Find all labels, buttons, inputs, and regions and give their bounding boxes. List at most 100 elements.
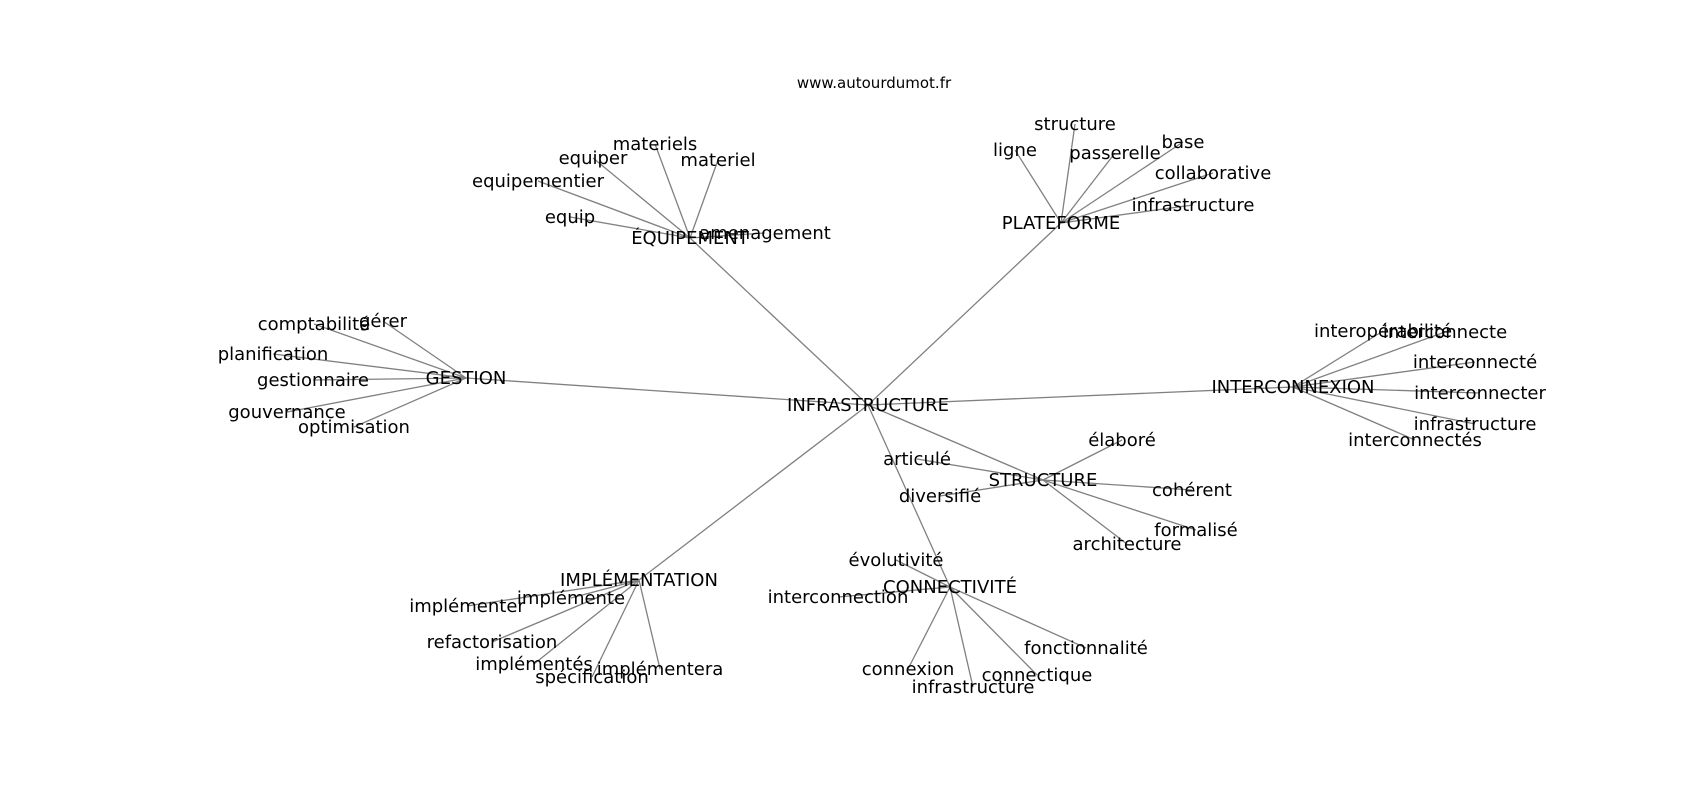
leaf-node-plateforme-4: collaborative: [1155, 163, 1272, 184]
leaf-node-implementation-0: implémenter: [409, 596, 525, 617]
edge-equipement-leaf-5: [689, 232, 766, 239]
edge-plateforme-leaf-3: [1060, 141, 1184, 224]
leaf-node-structure-2: diversifié: [899, 486, 981, 507]
leaf-node-equipement-2: equiper: [559, 148, 628, 169]
leaf-node-connectivite-0: évolutivité: [849, 550, 944, 571]
leaf-node-interconnexion-5: interconnectés: [1348, 430, 1482, 451]
leaf-node-implementation-4: spécification: [535, 667, 649, 688]
edge-connectivite-leaf-1: [837, 586, 951, 598]
edge-plateforme-leaf-5: [1060, 204, 1194, 224]
leaf-node-equipement-0: materiels: [613, 134, 698, 155]
edge-center-gestion: [465, 377, 869, 406]
edge-equipement-leaf-1: [689, 159, 719, 239]
leaf-node-connectivite-1: interconnection: [768, 587, 909, 608]
leaf-node-connectivite-5: infrastructure: [912, 677, 1035, 698]
edge-center-implementation: [638, 404, 869, 581]
edge-gestion-leaf-4: [286, 377, 467, 413]
edge-gestion-leaf-1: [382, 320, 467, 379]
edge-implementation-leaf-2: [491, 579, 640, 643]
edge-interconnexion-leaf-4: [1292, 386, 1476, 425]
leaf-node-interconnexion-1: interconnecte: [1383, 322, 1507, 343]
edge-structure-leaf-4: [1042, 479, 1197, 531]
edge-connectivite-leaf-0: [895, 559, 951, 588]
edge-center-structure: [867, 404, 1044, 481]
hub-node-gestion: GESTION: [426, 368, 507, 389]
edge-implementation-leaf-0: [466, 579, 640, 607]
center-node-label: INFRASTRUCTURE: [787, 395, 949, 416]
edge-interconnexion-leaf-1: [1292, 331, 1446, 388]
hub-node-equipement: ÉQUIPEMENT: [631, 227, 750, 249]
leaf-node-equipement-5: amenagement: [699, 223, 831, 244]
edge-structure-leaf-1: [916, 458, 1044, 481]
leaf-node-gestion-0: comptabilité: [258, 314, 371, 335]
leaf-node-structure-0: élaboré: [1088, 430, 1156, 451]
leaf-node-equipement-3: equipementier: [472, 171, 605, 192]
hub-node-implementation: IMPLÉMENTATION: [560, 569, 718, 591]
leaf-node-implementation-3: implémentés: [475, 654, 593, 675]
leaf-node-plateforme-3: base: [1162, 132, 1205, 153]
leaf-node-structure-5: architecture: [1073, 534, 1182, 555]
edge-connectivite-leaf-3: [907, 586, 951, 670]
leaf-node-structure-4: formalisé: [1154, 520, 1237, 541]
hub-node-interconnexion: INTERCONNEXION: [1211, 377, 1374, 398]
leaf-node-connectivite-4: connectique: [982, 665, 1093, 686]
hub-node-plateforme: PLATEFORME: [1002, 213, 1121, 234]
leaf-node-plateforme-1: ligne: [993, 140, 1037, 161]
leaf-node-interconnexion-0: interopérabilité: [1314, 321, 1452, 342]
edge-implementation-leaf-3: [533, 579, 640, 665]
edge-plateforme-leaf-1: [1014, 149, 1062, 224]
leaf-node-gestion-4: gouvernance: [228, 402, 345, 423]
leaf-node-connectivite-2: fonctionnalité: [1024, 638, 1148, 659]
edge-gestion-leaf-2: [272, 353, 467, 379]
edge-structure-leaf-2: [939, 479, 1044, 497]
leaf-node-plateforme-2: passerelle: [1069, 143, 1160, 164]
edge-center-connectivite: [867, 404, 951, 588]
edge-connectivite-leaf-2: [949, 586, 1087, 649]
edge-structure-leaf-5: [1042, 479, 1128, 545]
leaf-node-gestion-1: gérer: [359, 311, 408, 332]
edge-center-equipement: [689, 237, 869, 406]
leaf-node-interconnexion-3: interconnecter: [1414, 383, 1546, 404]
edge-gestion-leaf-5: [353, 377, 467, 428]
edge-plateforme-leaf-4: [1060, 172, 1214, 224]
leaf-node-gestion-2: planification: [218, 344, 329, 365]
edge-interconnexion-leaf-5: [1292, 386, 1416, 441]
edge-center-interconnexion: [867, 386, 1294, 406]
labels: INFRASTRUCTURE ÉQUIPEMENT materielsmaterie…: [218, 114, 1547, 698]
hub-node-connectivite: CONNECTIVITÉ: [883, 576, 1017, 598]
edge-interconnexion-leaf-3: [1292, 386, 1481, 394]
leaf-node-structure-3: cohérent: [1152, 480, 1232, 501]
edge-equipement-leaf-0: [654, 143, 691, 239]
leaf-node-implementation-5: implémentera: [597, 659, 724, 680]
edge-equipement-leaf-2: [592, 157, 691, 239]
edge-interconnexion-leaf-2: [1292, 361, 1476, 388]
edge-structure-leaf-0: [1042, 439, 1123, 481]
edge-implementation-leaf-4: [591, 579, 640, 678]
leaf-node-equipement-1: materiel: [680, 150, 755, 171]
edge-plateforme-leaf-2: [1060, 152, 1116, 224]
edge-center-plateforme: [867, 222, 1062, 406]
leaf-node-plateforme-0: structure: [1034, 114, 1116, 135]
leaf-node-interconnexion-2: interconnecté: [1413, 352, 1537, 373]
hub-node-structure: STRUCTURE: [989, 470, 1098, 491]
edge-connectivite-leaf-4: [949, 586, 1038, 676]
edge-gestion-leaf-0: [313, 323, 467, 379]
leaf-node-implementation-1: implémente: [517, 588, 625, 609]
leaf-node-gestion-3: gestionnaire: [257, 370, 369, 391]
edges: [272, 123, 1481, 688]
edge-plateforme-leaf-0: [1060, 123, 1076, 224]
edge-equipement-leaf-4: [569, 216, 691, 239]
leaf-node-interconnexion-4: infrastructure: [1414, 414, 1537, 435]
edge-equipement-leaf-3: [537, 180, 691, 239]
edge-structure-leaf-3: [1042, 479, 1193, 491]
edge-gestion-leaf-3: [312, 377, 467, 381]
leaf-node-structure-1: articulé: [883, 449, 951, 470]
edge-interconnexion-leaf-0: [1292, 330, 1384, 388]
site-credit: www.autourdumot.fr: [797, 74, 952, 92]
leaf-node-equipement-4: equip: [545, 207, 595, 228]
edge-connectivite-leaf-5: [949, 586, 974, 688]
leaf-node-implementation-2: refactorisation: [427, 632, 558, 653]
leaf-node-gestion-5: optimisation: [298, 417, 410, 438]
leaf-node-plateforme-5: infrastructure: [1132, 195, 1255, 216]
